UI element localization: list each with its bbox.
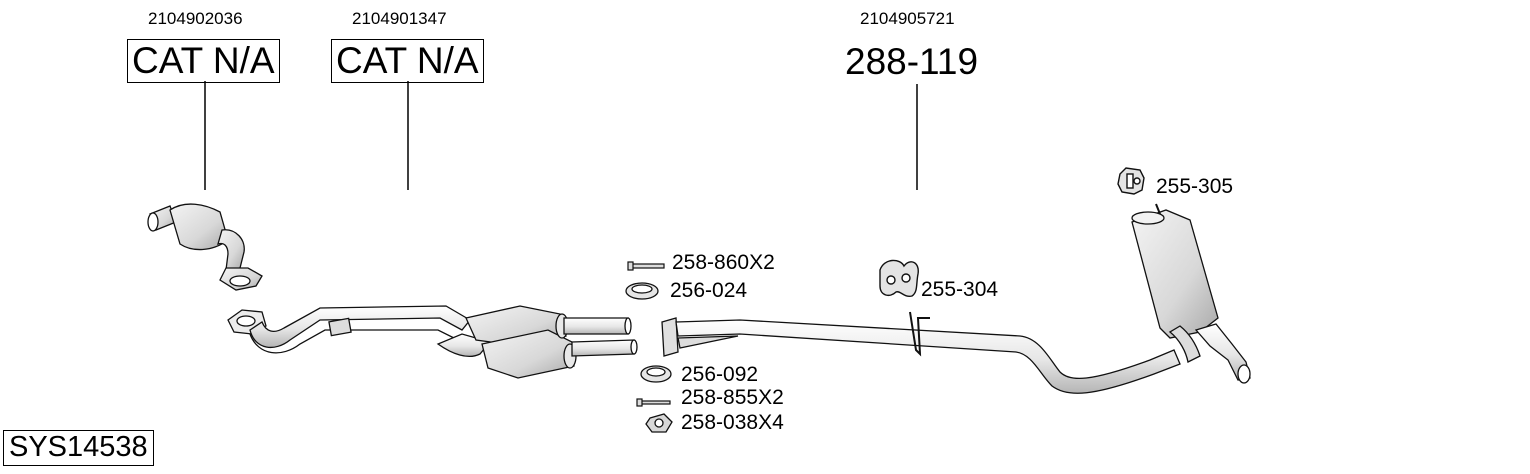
label-twin-cat: CAT N/A — [331, 39, 484, 83]
bolt-258-860-icon — [627, 261, 665, 271]
gasket-256-024-icon — [625, 282, 659, 300]
part-number-rear-exhaust: 2104905721 — [860, 9, 955, 28]
system-code: SYS14538 — [3, 430, 154, 466]
bolt-258-855-icon — [636, 398, 671, 407]
callout-hanger-255-305: 255-305 — [1156, 175, 1234, 198]
callout-bolt-258-860: 258-860X2 — [672, 251, 775, 274]
part-number-front-cat: 2104902036 — [148, 9, 243, 28]
callout-hanger-255-304: 255-304 — [921, 278, 999, 301]
callout-nut-258-038: 258-038X4 — [681, 411, 784, 434]
hanger-255-304-icon — [879, 259, 919, 298]
gasket-256-092-icon — [640, 365, 672, 383]
front-catalytic-converter — [147, 203, 263, 291]
callout-bolt-258-855: 258-855X2 — [681, 386, 784, 409]
label-front-cat: CAT N/A — [127, 39, 280, 83]
nut-258-038-icon — [645, 413, 673, 433]
part-number-twin-cat: 2104901347 — [352, 9, 447, 28]
label-rear-exhaust: 288-119 — [845, 41, 979, 82]
callout-gasket-256-024: 256-024 — [670, 279, 748, 302]
twin-catalyst-front-pipe — [227, 305, 638, 379]
hanger-255-305-icon — [1117, 167, 1145, 195]
callout-gasket-256-092: 256-092 — [681, 363, 759, 386]
center-pipe-and-rear-muffler — [661, 203, 1251, 394]
leader-lines — [204, 81, 918, 190]
